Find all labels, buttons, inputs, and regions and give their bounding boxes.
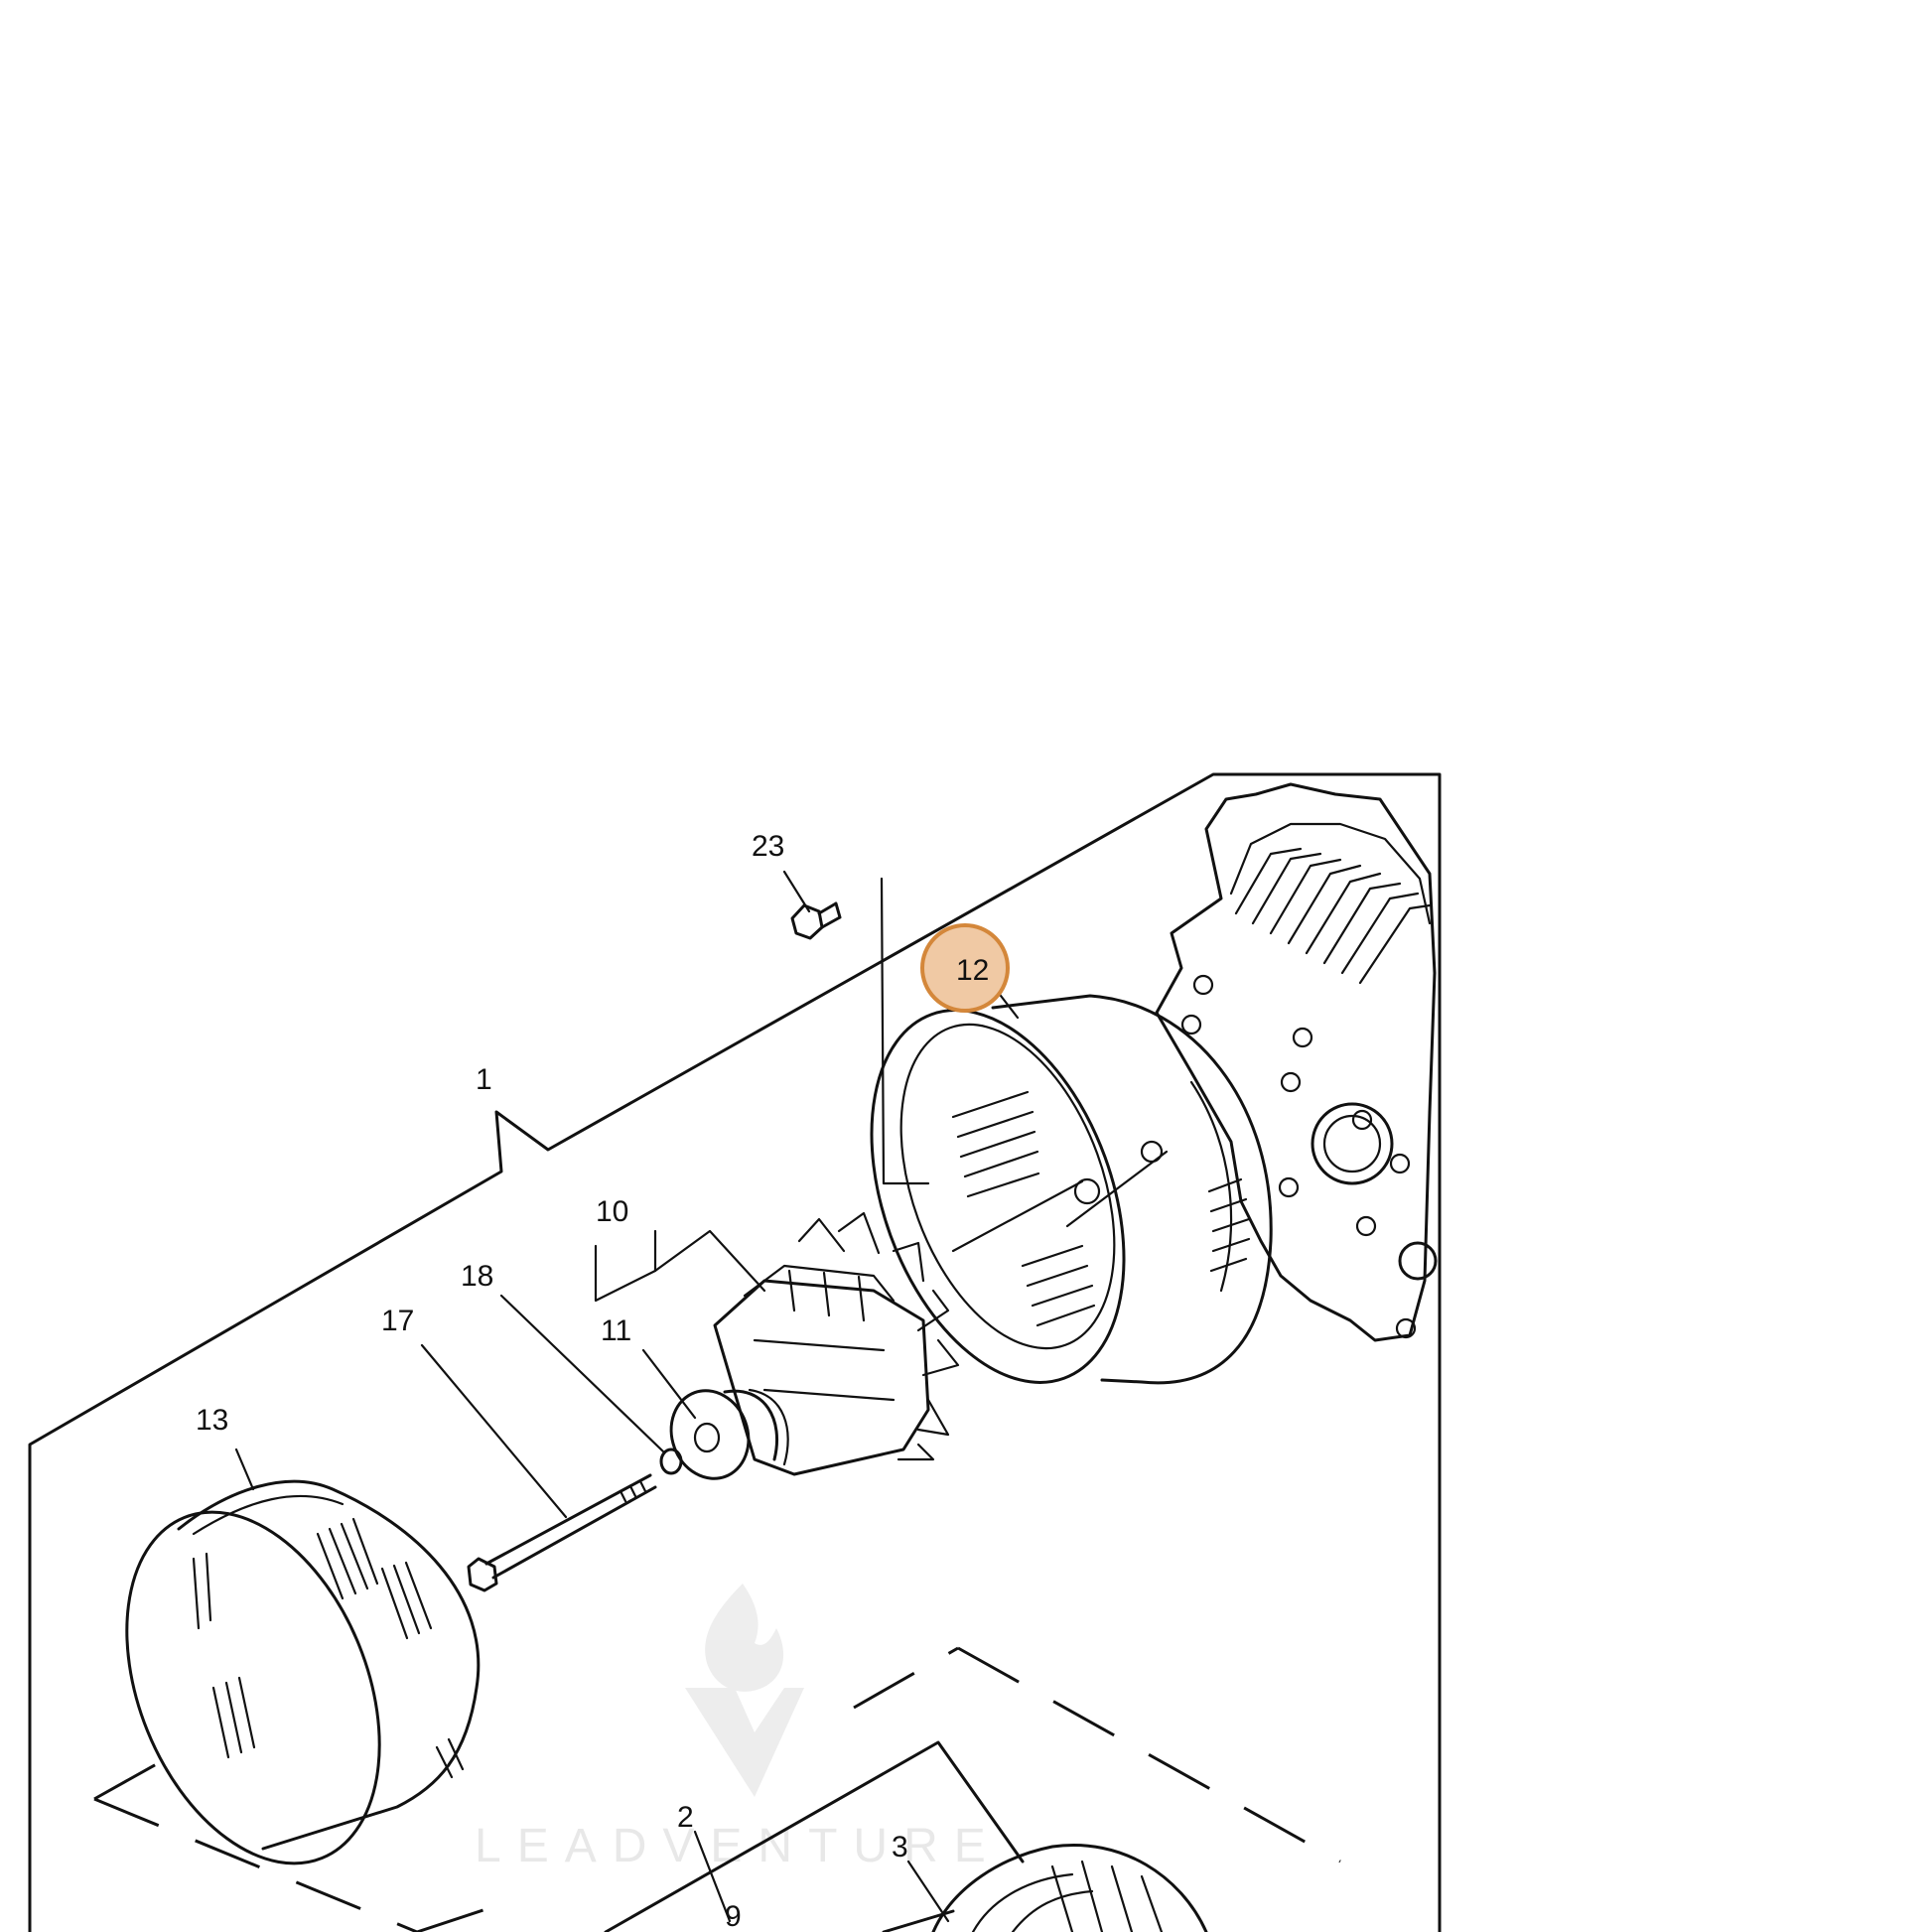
callout-1[interactable]: 1 [476,1063,492,1096]
cover-vent-slots [192,1517,465,1779]
leader-lines [234,870,1020,1923]
part-13-cover-band [125,1479,481,1865]
engine-crankcase [1155,782,1438,1342]
highlight-callout-12 [920,923,1010,1013]
watermark-v-icon [685,1688,804,1797]
callout-12[interactable]: 12 [956,954,989,987]
part-3-stator [882,1844,1208,1932]
callout-17[interactable]: 17 [381,1305,414,1337]
callout-labels: 23 12 1 10 11 18 17 13 2 3 9 [196,830,989,1932]
part-18-nut [659,1448,683,1475]
part-12-housing [870,994,1273,1385]
housing-vent-slots [951,1090,1251,1327]
watermark-text: LEADVENTURE [475,1820,1002,1872]
part-2-stator-ring [604,1740,1025,1932]
assembly-frame [28,772,1442,1932]
part-10-rotor [713,1211,960,1476]
rotor-fan-blades [797,1211,960,1461]
callout-3[interactable]: 3 [892,1831,908,1863]
bracket-23 [880,877,930,1185]
callout-18[interactable]: 18 [461,1260,493,1293]
callout-2[interactable]: 2 [677,1801,694,1834]
assembly-dash-lines [93,1646,1341,1932]
callout-10[interactable]: 10 [596,1195,628,1228]
callout-9[interactable]: 9 [725,1900,742,1932]
callout-13[interactable]: 13 [196,1404,228,1437]
cylinder-fins [1234,847,1432,985]
part-23-screw [790,901,842,940]
part-11-pulley [669,1388,789,1480]
part-17-bolt [467,1473,657,1592]
watermark-flame-icon [705,1584,784,1692]
callout-23[interactable]: 23 [752,830,784,863]
watermark: LEADVENTURE [475,1584,1002,1872]
callout-11[interactable]: 11 [601,1314,631,1347]
crankcase-bolts [1180,974,1417,1339]
